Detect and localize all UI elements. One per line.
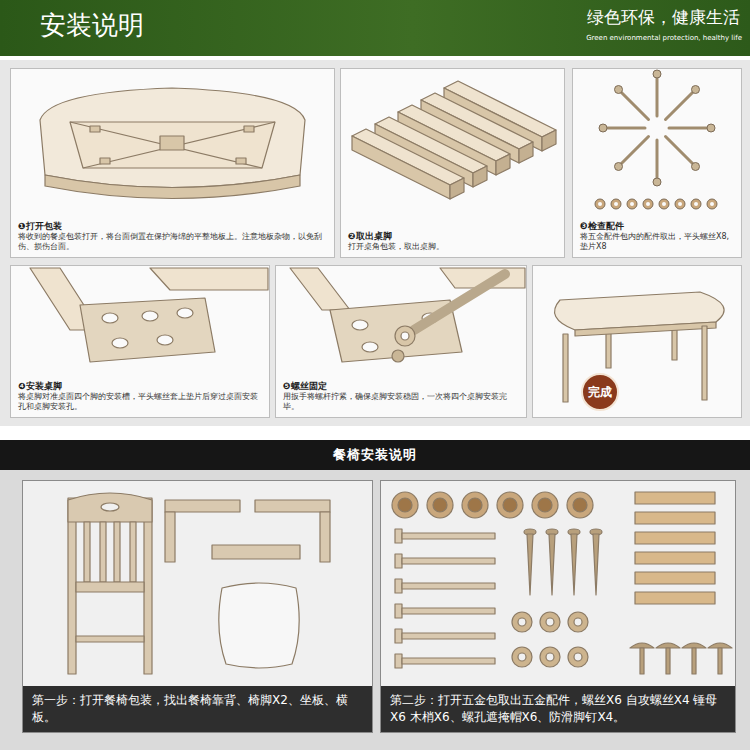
step-description: 打开桌角包装，取出桌脚。: [348, 242, 558, 252]
header-band: 安装说明 绿色环保，健康生活 Green environmental protect…: [0, 0, 750, 56]
section-band: 餐椅安装说明: [0, 440, 750, 470]
step-heading: ❷取出桌脚: [348, 230, 558, 242]
caption-group: ❶打开包装将收到的餐桌包装打开，将台面倒置在保护海绵的平整地板上。注意地板杂物，…: [18, 220, 328, 252]
done-label: 完成: [588, 384, 612, 401]
step-panel: ❺螺丝固定用扳手将螺杆拧紧，确保桌脚安装稳固，一次将四个桌脚安装完毕。: [275, 265, 527, 418]
section-title: 餐椅安装说明: [333, 446, 417, 464]
step-description: 用扳手将螺杆拧紧，确保桌脚安装稳固，一次将四个桌脚安装完毕。: [283, 392, 520, 412]
step-heading: ❺螺丝固定: [283, 380, 520, 392]
step-heading: ❹安装桌脚: [18, 380, 263, 392]
caption-group: ❹安装桌脚将桌脚对准桌面四个脚的安装槽，平头螺丝套上垫片后穿过桌面安装孔和桌脚安…: [18, 380, 263, 412]
caption-group: ❷取出桌脚打开桌角包装，取出桌脚。: [348, 230, 558, 252]
slogan: 绿色环保，健康生活: [587, 7, 740, 27]
done-badge: 完成: [581, 373, 619, 411]
caption-group: ❸检查配件将五金配件包内的配件取出，平头螺丝X8,垫片X8: [580, 220, 735, 252]
step-description: 将桌脚对准桌面四个脚的安装槽，平头螺丝套上垫片后穿过桌面安装孔和桌脚安装孔。: [18, 392, 263, 412]
step-description: 将五金配件包内的配件取出，平头螺丝X8,垫片X8: [580, 232, 735, 252]
step-panel: ❸检查配件将五金配件包内的配件取出，平头螺丝X8,垫片X8: [572, 68, 742, 258]
slogan-english: Green environmental protection, healthy …: [586, 34, 742, 42]
step-heading: ❸检查配件: [580, 220, 735, 232]
step-panel: ❷取出桌脚打开桌角包装，取出桌脚。: [340, 68, 565, 258]
caption-text: 第一步：打开餐椅包装，找出餐椅靠背、椅脚X2、坐板、横板。: [32, 692, 363, 726]
step-panel: ❹安装桌脚将桌脚对准桌面四个脚的安装槽，平头螺丝套上垫片后穿过桌面安装孔和桌脚安…: [10, 265, 270, 418]
caption-text: 第二步：打开五金包取出五金配件，螺丝X6 自攻螺丝X4 锤母X6 木梢X6、螺孔…: [390, 692, 726, 726]
step-description: 将收到的餐桌包装打开，将台面倒置在保护海绵的平整地板上。注意地板杂物，以免刮伤、…: [18, 232, 328, 252]
step-caption: 第二步：打开五金包取出五金配件，螺丝X6 自攻螺丝X4 锤母X6 木梢X6、螺孔…: [381, 686, 735, 732]
step-caption: 第一步：打开餐椅包装，找出餐椅靠背、椅脚X2、坐板、横板。: [23, 686, 372, 732]
page-title: 安装说明: [40, 10, 144, 41]
step-panel: ❶打开包装将收到的餐桌包装打开，将台面倒置在保护海绵的平整地板上。注意地板杂物，…: [10, 68, 335, 258]
step-heading: ❶打开包装: [18, 220, 328, 232]
caption-group: ❺螺丝固定用扳手将螺杆拧紧，确保桌脚安装稳固，一次将四个桌脚安装完毕。: [283, 380, 520, 412]
